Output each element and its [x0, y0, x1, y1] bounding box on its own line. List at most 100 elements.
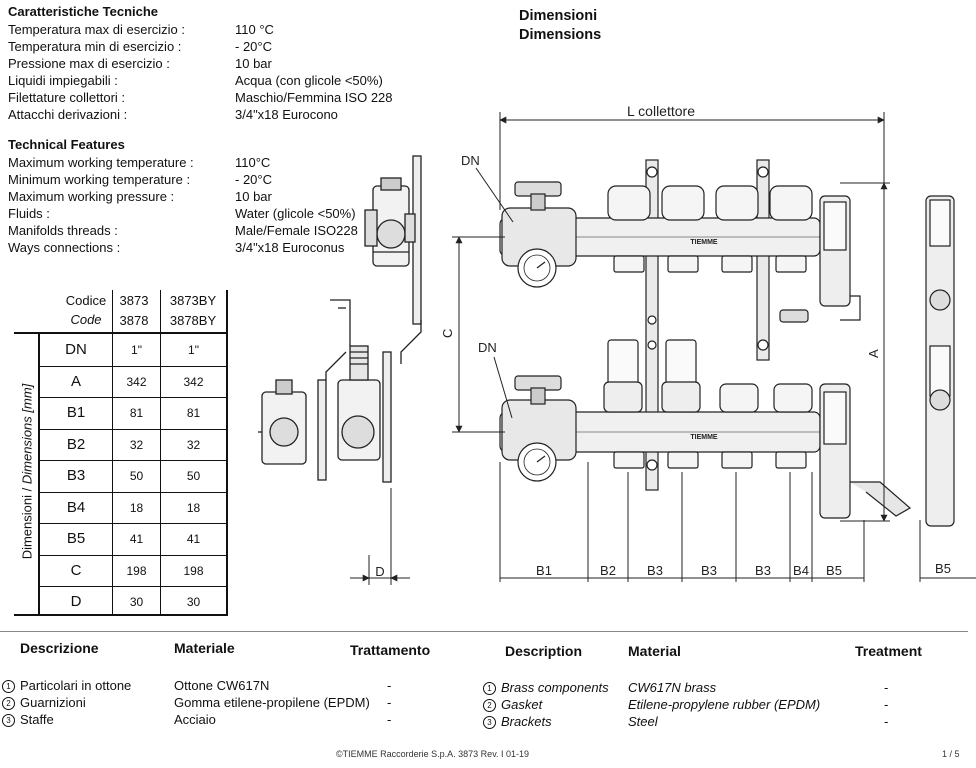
- dim-row-name: B3: [66, 467, 86, 484]
- code-col2-top: 3873BY: [169, 293, 217, 308]
- it-header-mat: Materiale: [174, 640, 235, 656]
- en-row-desc: Brackets: [501, 714, 552, 729]
- code-col2-bottom: 3878BY: [169, 313, 217, 328]
- en-spec-label: Manifolds threads :: [8, 223, 118, 238]
- item-number: 2: [2, 697, 15, 711]
- en-spec-value: 110°C: [235, 155, 271, 170]
- en-spec-label: Ways connections :: [8, 240, 121, 255]
- dim-row-value-2: 41: [186, 532, 201, 546]
- it-spec-label: Pressione max di esercizio :: [8, 56, 170, 71]
- dim-row-value-1: 32: [129, 437, 144, 452]
- dim-row-value-1: 30: [129, 595, 144, 609]
- label-l-collettore: L collettore: [627, 103, 695, 119]
- brand-lower: TIEMME: [690, 434, 718, 441]
- label-b2: B2: [600, 563, 616, 578]
- code-label-en: Code: [70, 312, 102, 327]
- it-row-mat: Ottone CW617N: [174, 678, 270, 693]
- dim-row-value-2: 18: [186, 500, 201, 515]
- en-spec-label: Maximum working temperature :: [8, 155, 194, 170]
- dim-row-value-2: 81: [186, 406, 201, 420]
- item-number: 1: [483, 682, 496, 696]
- en-spec-value: Water (glicole <50%): [235, 206, 356, 221]
- dim-row-name: B4: [66, 498, 86, 516]
- label-b3-1: B3: [647, 563, 663, 578]
- it-material-row: 3 Staffe: [2, 712, 54, 728]
- brand-upper: TIEMME: [690, 239, 718, 246]
- dim-row-value-2: 30: [186, 595, 201, 609]
- en-header-desc: Description: [505, 643, 583, 659]
- dim-row-value-2: 50: [186, 469, 201, 483]
- dim-row-value-1: 41: [129, 532, 144, 546]
- it-row-treat: -: [387, 678, 392, 693]
- dim-row-value-1: 50: [129, 469, 144, 483]
- item-number: 3: [2, 714, 15, 728]
- label-b4: B4: [793, 563, 809, 578]
- it-material-row: 1 Particolari in ottone: [2, 678, 132, 694]
- label-d: D: [375, 564, 384, 579]
- it-spec-value: 110 °C: [235, 22, 274, 37]
- en-specs-title: Technical Features: [8, 137, 125, 152]
- dimensions-title-it: Dimensioni: [519, 8, 598, 24]
- label-dn-bottom: DN: [478, 340, 497, 355]
- dim-row-name: B5: [66, 530, 86, 547]
- it-spec-value: Acqua (con glicole <50%): [235, 73, 383, 88]
- en-spec-label: Minimum working temperature :: [8, 172, 191, 187]
- dimensions-title-en: Dimensions: [519, 27, 602, 43]
- en-row-treat: -: [884, 714, 889, 729]
- it-spec-label: Liquidi impiegabili :: [8, 73, 118, 88]
- dim-row-value-1: 18: [129, 500, 144, 515]
- item-number: 3: [483, 716, 496, 730]
- en-spec-value: - 20°C: [235, 172, 272, 187]
- it-spec-label: Temperatura max di esercizio :: [8, 22, 186, 37]
- materials-divider: [0, 631, 968, 632]
- it-spec-value: Maschio/Femmina ISO 228: [235, 90, 393, 105]
- it-header-treat: Trattamento: [350, 642, 431, 658]
- it-spec-label: Filettature collettori :: [8, 90, 126, 105]
- it-spec-label: Attacchi derivazioni :: [8, 107, 128, 122]
- label-a: A: [866, 349, 881, 358]
- it-spec-value: - 20°C: [235, 39, 272, 54]
- side-view-drawing: [258, 155, 422, 483]
- label-c: C: [440, 329, 455, 338]
- it-row-mat: Gomma etilene-propilene (EPDM): [174, 695, 370, 710]
- dim-row-value-2: 342: [183, 374, 204, 389]
- en-row-mat: Steel: [628, 714, 658, 729]
- it-row-treat: -: [387, 695, 392, 710]
- dim-row-name: D: [70, 593, 82, 610]
- it-row-mat: Acciaio: [174, 712, 216, 727]
- dim-row-name: B2: [66, 435, 86, 453]
- code-col1-bottom: 3878: [119, 313, 149, 328]
- en-row-desc: Gasket: [501, 697, 543, 712]
- en-row-desc: Brass components: [501, 680, 609, 695]
- en-spec-value: 3/4"x18 Euroconus: [235, 240, 345, 255]
- dim-row-value-1: 81: [129, 406, 144, 420]
- label-b3-3: B3: [755, 563, 771, 578]
- label-dn-top: DN: [461, 153, 480, 168]
- it-specs-title: Caratteristiche Tecniche: [8, 4, 159, 19]
- dim-row-value-2: 32: [186, 437, 201, 452]
- dim-row-name: B1: [66, 404, 86, 421]
- en-row-treat: -: [884, 680, 889, 695]
- footer-page-number: 1 / 5: [942, 749, 960, 759]
- item-number: 1: [2, 680, 15, 694]
- en-material-row: 1 Brass components: [483, 680, 609, 696]
- label-b3-2: B3: [701, 563, 717, 578]
- en-spec-value: Male/Female ISO228: [235, 223, 358, 238]
- en-header-mat: Material: [628, 643, 681, 659]
- technical-drawing: D: [258, 103, 976, 585]
- en-row-mat: Etilene-propylene rubber (EPDM): [628, 697, 821, 712]
- label-b5-side: B5: [935, 561, 951, 576]
- en-spec-label: Fluids :: [8, 206, 50, 221]
- it-row-desc: Particolari in ottone: [20, 678, 132, 693]
- it-row-treat: -: [387, 712, 392, 727]
- dim-row-value-1: 1": [131, 343, 142, 357]
- en-row-treat: -: [884, 697, 889, 712]
- it-row-desc: Staffe: [20, 712, 54, 727]
- en-header-treat: Treatment: [855, 643, 922, 659]
- it-spec-value: 3/4"x18 Eurocono: [235, 107, 338, 122]
- en-spec-label: Maximum working pressure :: [8, 189, 175, 204]
- code-label-it: Codice: [65, 293, 107, 308]
- label-b5: B5: [826, 563, 842, 578]
